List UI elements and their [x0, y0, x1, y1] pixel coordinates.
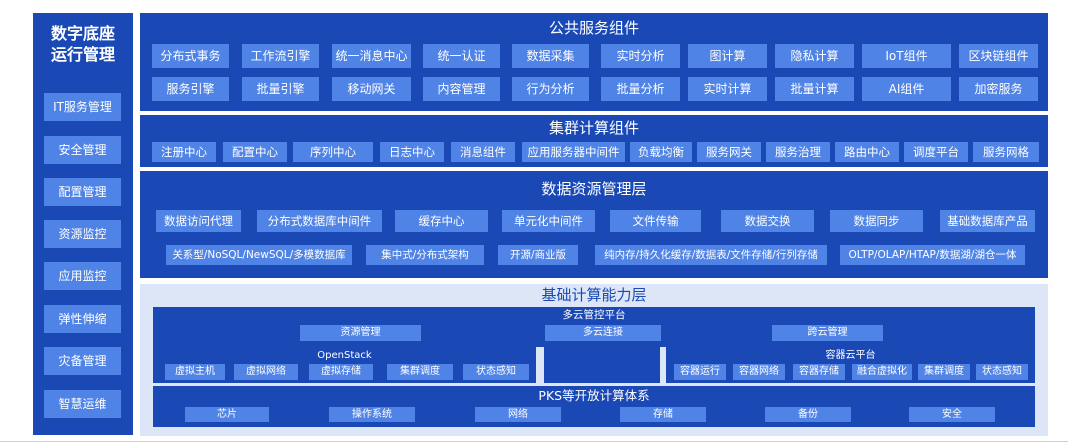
sidebar-item-smart-ops: 智慧运维	[44, 390, 121, 418]
data-layer-feature-box: 开源/商业版	[498, 245, 578, 265]
public-service-box: 分布式事务	[152, 44, 229, 68]
cluster-box: 服务网格	[973, 142, 1039, 162]
container-cloud-panel: 容器云平台 容器运行 容器网络 容器存储 融合虚拟化 集群调度 状态感知	[666, 347, 1035, 383]
public-service-box: 内容管理	[423, 77, 500, 101]
data-layer-section: 数据资源管理层 数据访问代理 分布式数据库中间件 缓存中心 单元化中间件 文件传…	[140, 171, 1048, 278]
public-service-box: AI组件	[862, 77, 951, 101]
data-layer-box: 数据同步	[830, 210, 923, 232]
cluster-box: 序列中心	[293, 142, 373, 162]
public-service-box: 实时计算	[688, 77, 767, 101]
container-cloud-box: 容器网络	[733, 364, 785, 380]
pks-box: 存储	[620, 407, 706, 422]
sidebar-item-app-monitor: 应用监控	[44, 262, 121, 290]
cluster-title: 集群计算组件	[548, 119, 639, 137]
data-layer-feature-box: 集中式/分布式架构	[366, 245, 484, 265]
cluster-section: 集群计算组件 注册中心 配置中心 序列中心 日志中心 消息组件 应用服务器中间件…	[140, 115, 1048, 167]
container-cloud-box: 集群调度	[918, 364, 970, 380]
container-cloud-title: 容器云平台	[825, 350, 876, 361]
public-service-box: 实时分析	[601, 44, 680, 68]
sidebar-title-line2: 运行管理	[50, 45, 115, 64]
openstack-panel: OpenStack 虚拟主机 虚拟网络 虚拟存储 集群调度 状态感知	[153, 347, 536, 383]
multicloud-box: 多云连接	[545, 325, 661, 341]
sidebar-item-config: 配置管理	[44, 178, 121, 206]
data-layer-box: 数据交换	[721, 210, 814, 232]
multicloud-panel: 多云管控平台 资源管理 多云连接 跨云管理	[153, 307, 1035, 347]
openstack-box: 集群调度	[387, 364, 453, 380]
cluster-box: 调度平台	[904, 142, 968, 162]
public-service-box: 图计算	[688, 44, 767, 68]
container-cloud-box: 容器存储	[793, 364, 845, 380]
public-service-box: 加密服务	[959, 77, 1038, 101]
data-layer-box: 缓存中心	[395, 210, 488, 232]
pks-title: PKS等开放计算体系	[538, 388, 650, 403]
sidebar-item-resource-monitor: 资源监控	[44, 220, 121, 248]
data-layer-feature-box: 纯内存/持久化缓存/数据表/文件存储/行列存储	[595, 245, 827, 265]
sidebar-title: 数字底座 运行管理	[33, 23, 133, 65]
cluster-box: 注册中心	[152, 142, 216, 162]
public-service-box: 区块链组件	[959, 44, 1038, 68]
pks-box: 操作系统	[329, 407, 415, 422]
cluster-box: 日志中心	[380, 142, 444, 162]
data-layer-feature-box: OLTP/OLAP/HTAP/数据湖/湖仓一体	[840, 245, 1025, 265]
cluster-box: 服务治理	[766, 142, 830, 162]
multicloud-connector	[544, 347, 660, 383]
data-layer-box: 单元化中间件	[502, 210, 595, 232]
public-service-box: 统一认证	[423, 44, 500, 68]
openstack-title: OpenStack	[317, 350, 372, 361]
data-layer-box: 数据访问代理	[156, 210, 241, 232]
public-service-box: 统一消息中心	[332, 44, 411, 68]
public-service-box: 行为分析	[512, 77, 589, 101]
public-service-box: 服务引擎	[152, 77, 229, 101]
data-layer-feature-box: 关系型/NoSQL/NewSQL/多模数据库	[166, 245, 352, 265]
openstack-box: 虚拟网络	[234, 364, 298, 380]
cluster-box: 消息组件	[451, 142, 515, 162]
openstack-box: 虚拟主机	[165, 364, 225, 380]
public-service-box: 批量引擎	[242, 77, 319, 101]
public-services-title: 公共服务组件	[548, 19, 639, 37]
openstack-box: 状态感知	[463, 364, 529, 380]
sidebar-item-security: 安全管理	[44, 136, 121, 164]
pks-box: 网络	[475, 407, 561, 422]
bottom-divider	[0, 441, 1068, 442]
sidebar-item-disaster-recovery: 灾备管理	[44, 347, 121, 375]
data-layer-box: 文件传输	[610, 210, 701, 232]
container-cloud-box: 融合虚拟化	[852, 364, 912, 380]
public-service-box: 批量分析	[601, 77, 680, 101]
public-services-section: 公共服务组件 分布式事务 工作流引擎 统一消息中心 统一认证 数据采集 实时分析…	[140, 13, 1048, 111]
data-layer-box: 分布式数据库中间件	[257, 210, 382, 232]
data-layer-title: 数据资源管理层	[541, 180, 647, 198]
data-layer-box: 基础数据库产品	[940, 210, 1035, 232]
openstack-box: 虚拟存储	[309, 364, 373, 380]
pks-panel: PKS等开放计算体系 芯片 操作系统 网络 存储 备份 安全	[153, 386, 1035, 427]
public-service-box: IoT组件	[862, 44, 951, 68]
public-service-box: 移动网关	[332, 77, 411, 101]
sidebar-item-it-service: IT服务管理	[44, 93, 121, 121]
operations-sidebar: 数字底座 运行管理 IT服务管理 安全管理 配置管理 资源监控 应用监控 弹性伸…	[33, 13, 133, 435]
container-cloud-box: 容器运行	[674, 364, 726, 380]
cluster-box: 路由中心	[835, 142, 899, 162]
container-cloud-box: 状态感知	[976, 364, 1028, 380]
pks-box: 安全	[909, 407, 995, 422]
multicloud-title: 多云管控平台	[562, 309, 626, 321]
pks-box: 芯片	[185, 407, 269, 422]
sidebar-title-line1: 数字底座	[50, 24, 115, 43]
public-service-box: 工作流引擎	[242, 44, 319, 68]
multicloud-box: 资源管理	[300, 325, 421, 341]
public-service-box: 隐私计算	[775, 44, 854, 68]
base-layer-title: 基础计算能力层	[541, 286, 647, 304]
multicloud-box: 跨云管理	[772, 325, 883, 341]
cluster-box: 服务网关	[697, 142, 761, 162]
cluster-box: 负载均衡	[630, 142, 692, 162]
cluster-box: 应用服务器中间件	[522, 142, 625, 162]
base-layer-section: 基础计算能力层 多云管控平台 资源管理 多云连接 跨云管理 OpenStack …	[140, 284, 1048, 436]
cluster-box: 配置中心	[223, 142, 287, 162]
sidebar-item-elastic-scaling: 弹性伸缩	[44, 305, 121, 333]
public-service-box: 批量计算	[775, 77, 854, 101]
pks-box: 备份	[765, 407, 851, 422]
public-service-box: 数据采集	[512, 44, 589, 68]
